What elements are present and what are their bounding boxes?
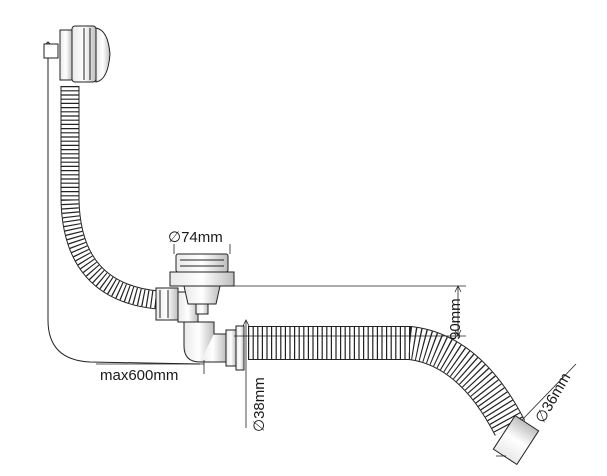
label-pipe-diameter: ∅38mm: [251, 377, 268, 432]
trap-body: [155, 287, 245, 371]
hose-end-sleeve: [492, 414, 540, 466]
control-cable: [47, 46, 201, 365]
dimension-hose-diameter: [496, 363, 577, 457]
dimension-max-length: [96, 360, 205, 374]
dimension-height: [234, 285, 466, 337]
label-outlet-diameter: ∅74mm: [168, 229, 223, 246]
dimension-pipe-diameter: [242, 319, 250, 428]
drain-plug: [169, 253, 235, 315]
label-max-length: max600mm: [100, 367, 179, 384]
overflow-head: [59, 25, 111, 83]
dimension-outlet-diameter: [173, 244, 231, 254]
label-height: 90mm: [447, 298, 464, 340]
